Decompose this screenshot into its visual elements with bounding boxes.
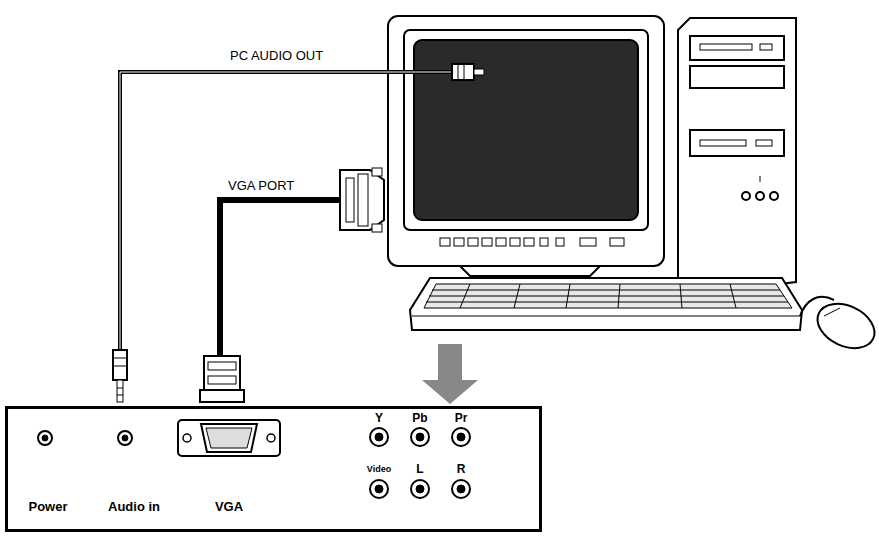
monitor (388, 16, 664, 276)
port-label: L (416, 463, 423, 475)
cable-label: VGA PORT (226, 178, 296, 193)
vga-cable (200, 168, 384, 402)
port-label: R (457, 463, 466, 475)
port-label: Pb (412, 412, 427, 424)
direction-arrow (422, 344, 478, 404)
port-label: Y (375, 412, 383, 424)
cable-label: PC AUDIO OUT (228, 48, 325, 63)
back-panel: Power Audio in VGA Y Pb PrVideo L R (5, 406, 542, 532)
keyboard (410, 278, 802, 330)
pc-tower (678, 18, 796, 296)
panel-ports (38, 420, 470, 498)
port-label: Power (28, 500, 67, 513)
mouse (800, 295, 879, 357)
port-label: Audio in (108, 500, 160, 513)
port-label: VGA (215, 500, 243, 513)
audio-cable (113, 64, 484, 402)
port-label: Video (367, 465, 391, 474)
port-label: Pr (455, 412, 468, 424)
